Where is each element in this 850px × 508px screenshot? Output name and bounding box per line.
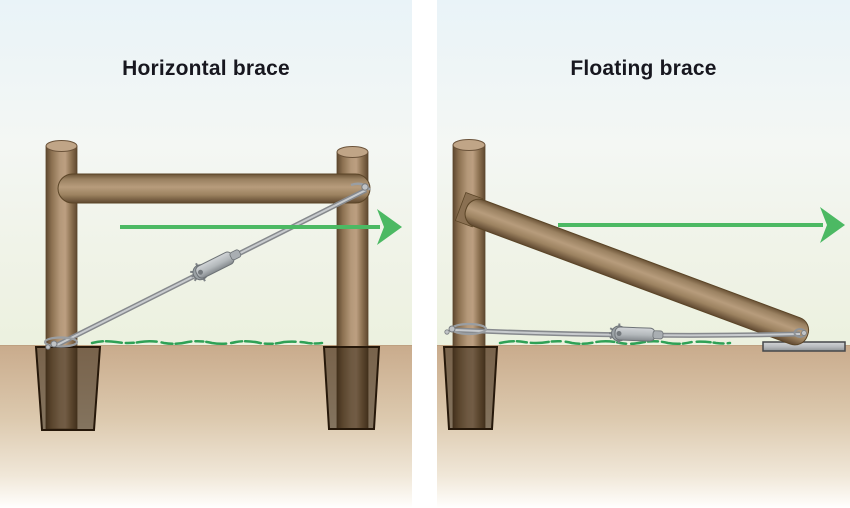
wire-knot — [801, 330, 807, 336]
post-footing — [442, 346, 499, 430]
panel-title-floating-brace: Floating brace — [570, 57, 717, 80]
tension-wire — [43, 182, 371, 350]
grass-line — [498, 339, 732, 346]
wire-wrap — [43, 336, 79, 348]
pull-direction-arrow — [558, 207, 845, 243]
wire-knot — [45, 344, 51, 350]
panel-title-horizontal-brace: Horizontal brace — [122, 57, 290, 80]
wire-knot — [361, 183, 369, 191]
arrow-head-icon — [377, 209, 402, 245]
grass-line — [90, 339, 324, 346]
wire-knot — [448, 325, 456, 333]
arrow-head-icon — [820, 207, 845, 243]
post-footing — [34, 346, 102, 431]
horizontal-rail — [57, 173, 371, 204]
wire-loop — [350, 182, 371, 191]
tension-wire — [444, 322, 807, 347]
horizontal-brace-panel — [0, 0, 412, 508]
diagonal-brace-rail — [454, 191, 810, 346]
panel-divider — [412, 0, 437, 508]
pull-direction-arrow — [120, 209, 402, 245]
ground — [437, 345, 850, 508]
brace-foot-plate — [762, 341, 846, 352]
wire-knot — [50, 340, 58, 348]
sky-background — [437, 0, 850, 345]
wire-knot — [444, 329, 450, 335]
post-footing — [322, 346, 381, 430]
floating-brace-panel — [437, 0, 850, 508]
